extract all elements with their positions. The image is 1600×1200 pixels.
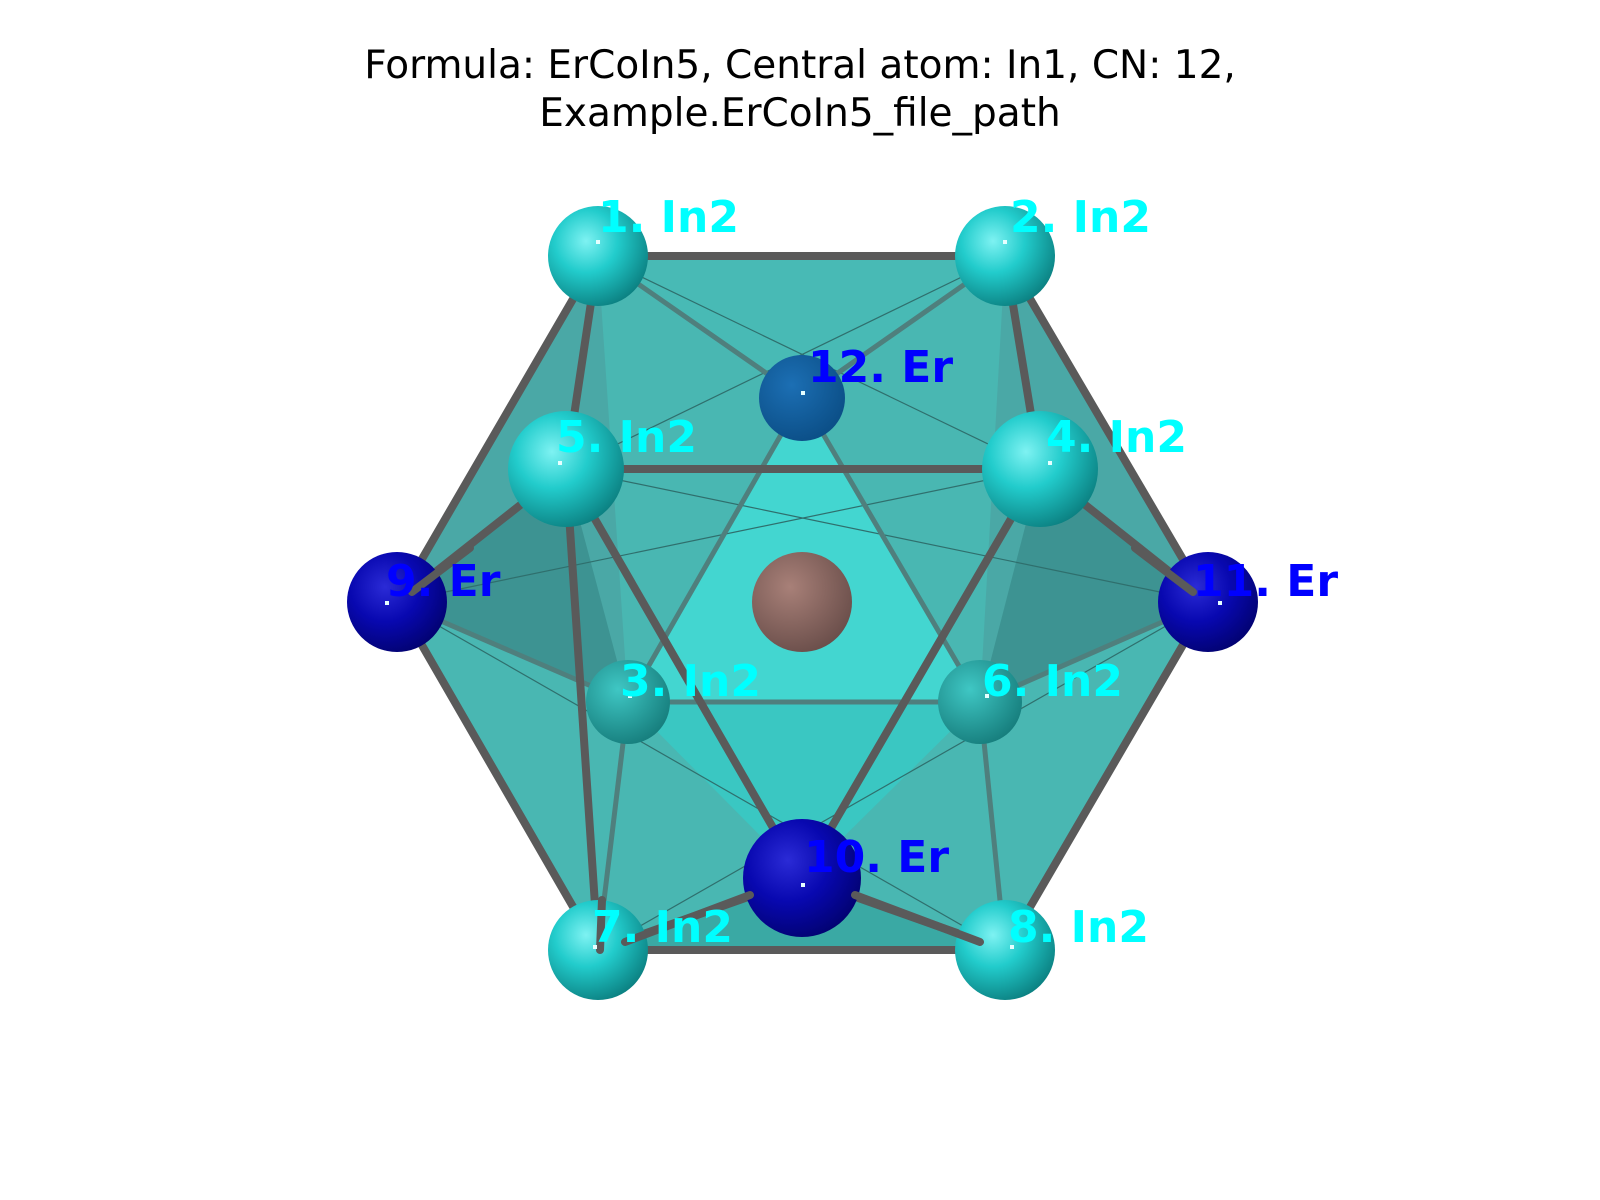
back-atoms — [586, 355, 1022, 744]
right-dark-face — [980, 469, 1208, 702]
atom-4-sphere[interactable] — [982, 411, 1098, 527]
atom-11-sphere[interactable] — [1158, 552, 1258, 652]
atom-12-label: 12. Er — [808, 342, 953, 393]
atom-6-label: 6. In2 — [982, 656, 1123, 707]
atom-5-sphere[interactable] — [508, 411, 624, 527]
atom-3-sphere — [586, 660, 670, 744]
title-line-1: Formula: ErCoIn5, Central atom: In1, CN:… — [364, 43, 1236, 88]
inner-triangle-face — [628, 398, 980, 702]
atom-11-label: 11. Er — [1193, 556, 1338, 607]
back-upper-face — [598, 256, 1005, 398]
atom-5-label: 5. In2 — [556, 412, 697, 463]
front-atoms — [347, 206, 1258, 1000]
atom-center-dots — [385, 240, 1222, 949]
overlay-bonds — [408, 544, 1197, 954]
atom-2-sphere[interactable] — [955, 206, 1055, 306]
atom-6-sphere — [938, 660, 1022, 744]
atom-9-sphere[interactable] — [347, 552, 447, 652]
atom-3-label: 3. In2 — [620, 656, 761, 707]
plot-title: Formula: ErCoIn5, Central atom: In1, CN:… — [0, 42, 1600, 138]
atom-12-sphere — [759, 355, 845, 441]
atom-8-sphere[interactable] — [955, 900, 1055, 1000]
atom-2-label: 2. In2 — [1010, 192, 1151, 243]
atom-1-sphere[interactable] — [548, 206, 648, 306]
atom-4-label: 4. In2 — [1046, 412, 1187, 463]
atom-9-label: 9. Er — [386, 556, 501, 607]
title-line-2: Example.ErCoIn5_file_path — [539, 91, 1061, 136]
atom-1-label: 1. In2 — [598, 192, 739, 243]
atom-7-label: 7. In2 — [592, 902, 733, 953]
atom-10-label: 10. Er — [804, 832, 949, 883]
hidden-edges — [396, 255, 1209, 951]
atom-8-label: 8. In2 — [1008, 902, 1149, 953]
atom-labels: 1. In2 2. In2 3. In2 4. In2 5. In2 6. In2 7. I… — [386, 192, 1338, 953]
inner-lower-face — [628, 702, 980, 878]
atom-10-sphere[interactable] — [743, 819, 861, 937]
central-atom-in1[interactable] — [752, 552, 852, 652]
